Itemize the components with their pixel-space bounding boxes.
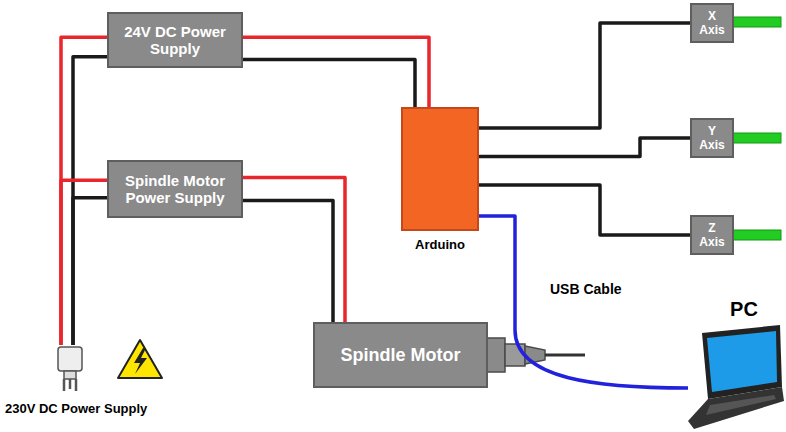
node-label: PC xyxy=(730,298,758,321)
wire xyxy=(479,23,690,128)
cable-label: USB Cable xyxy=(548,281,624,297)
wire xyxy=(479,138,690,157)
wire xyxy=(479,216,688,388)
motor-shaft xyxy=(733,17,781,27)
axis-motor: X Axis xyxy=(690,3,734,43)
wire-stroke xyxy=(479,216,688,388)
node-label: Z Axis xyxy=(698,221,726,249)
wire xyxy=(243,37,429,107)
axis-motor: Y Axis xyxy=(690,118,734,158)
motor-shaft xyxy=(733,230,781,240)
wire-stroke xyxy=(61,180,107,345)
arduino-board: Arduino xyxy=(401,107,479,231)
wire-stroke xyxy=(479,138,690,157)
laptop: PC xyxy=(688,325,784,430)
power-supply-box: Spindle Motor Power Supply xyxy=(107,160,243,218)
spindle-motor: Spindle Motor xyxy=(313,322,488,388)
wire xyxy=(61,180,107,345)
node-label: 230V DC Power Supply xyxy=(5,401,147,416)
power-plug: 230V DC Power Supply xyxy=(55,345,85,393)
wire-stroke xyxy=(61,37,107,345)
node-label: X Axis xyxy=(698,9,726,37)
spindle-chuck xyxy=(487,338,585,372)
node-label: Spindle Motor Power Supply xyxy=(115,172,235,206)
plug-icon xyxy=(55,345,85,393)
wire-stroke xyxy=(243,201,333,322)
node-label: 24V DC Power Supply xyxy=(115,23,235,57)
node-label: Arduino xyxy=(415,237,465,252)
wire xyxy=(243,177,345,322)
wire xyxy=(61,37,107,345)
wire-stroke xyxy=(73,57,107,345)
wire xyxy=(479,185,690,235)
wire-stroke xyxy=(243,177,345,322)
warning-sign xyxy=(118,340,162,378)
laptop-icon xyxy=(688,325,784,430)
motor-shaft xyxy=(733,133,781,143)
node-label: Spindle Motor xyxy=(341,345,461,366)
power-supply-box: 24V DC Power Supply xyxy=(107,12,243,68)
wire-stroke xyxy=(73,198,107,345)
wire-stroke xyxy=(479,23,690,128)
wire-stroke xyxy=(243,37,429,107)
axis-motor: Z Axis xyxy=(690,215,734,255)
node-label: Y Axis xyxy=(698,124,726,152)
wire-stroke xyxy=(479,185,690,235)
wire-stroke xyxy=(243,60,415,107)
